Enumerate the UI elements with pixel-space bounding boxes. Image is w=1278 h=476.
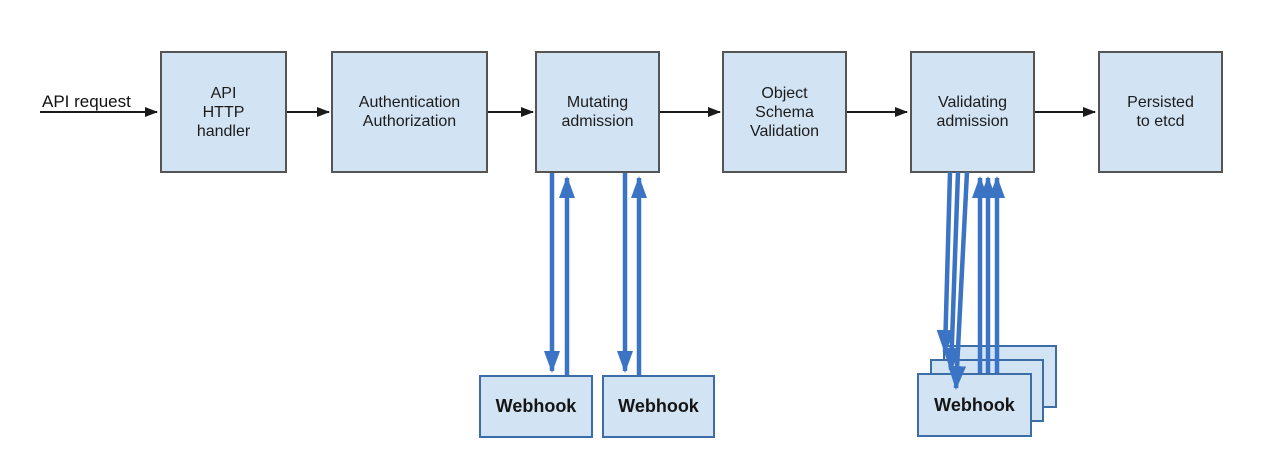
validating-webhook-box-front: Webhook (917, 373, 1032, 437)
flow-box-persisted-to-etcd: Persisted to etcd (1098, 51, 1223, 173)
flow-box-mutating-admission: Mutating admission (535, 51, 660, 173)
webhook-down-arrow (936, 171, 955, 354)
mutating-webhook-box-2: Webhook (602, 375, 715, 438)
flow-box-label: API HTTP handler (196, 84, 251, 140)
mutating-webhook-arrows (544, 172, 647, 375)
flow-box-label: Authentication Authorization (358, 94, 461, 130)
webhook-label: Webhook (495, 396, 577, 416)
flow-box-authentication-authorization: Authentication Authorization (331, 51, 488, 173)
flow-box-api-http-handler: API HTTP handler (160, 51, 287, 173)
mutating-webhook-box-1: Webhook (479, 375, 593, 438)
flow-box-object-schema-validation: Object Schema Validation (722, 51, 847, 173)
webhook-label: Webhook (934, 394, 1015, 415)
webhook-label: Webhook (618, 396, 699, 416)
flow-box-validating-admission: Validating admission (910, 51, 1035, 173)
webhook-down-arrow (942, 171, 961, 372)
flow-box-label: Mutating admission (561, 94, 634, 130)
flow-box-label: Validating admission (936, 94, 1009, 130)
flow-box-label: Persisted to etcd (1127, 94, 1194, 130)
api-request-label: API request (42, 92, 131, 111)
flow-box-label: Object Schema Validation (749, 84, 820, 140)
